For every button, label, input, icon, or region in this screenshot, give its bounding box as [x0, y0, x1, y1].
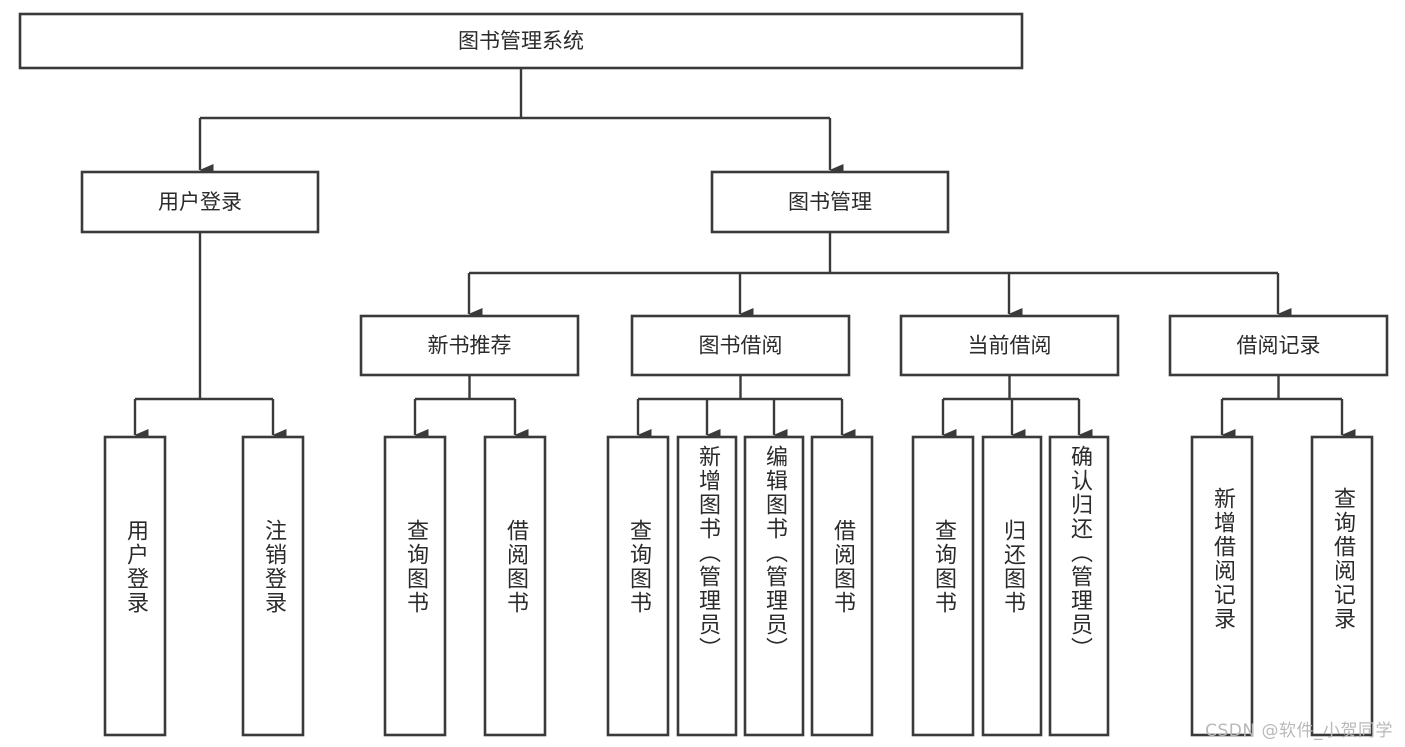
- node-label-current-borrow: 当前借阅: [968, 334, 1052, 358]
- connector-lines: [133, 68, 1356, 441]
- node-box-leaf-user-login: [103, 435, 167, 737]
- node-box-leaf-query-book-2: [606, 435, 670, 737]
- node-box-leaf-borrow-book-1: [483, 435, 547, 737]
- watermark: CSDN @软件_小贺同学: [1205, 721, 1393, 741]
- node-label-root: 图书管理系统: [458, 29, 584, 53]
- node-boxes: [18, 12, 1389, 737]
- node-box-leaf-return-book: [981, 435, 1043, 737]
- node-box-book-manage: [710, 170, 950, 234]
- node-box-root: [18, 12, 1024, 70]
- node-label-user-login: 用户登录: [158, 190, 242, 214]
- node-label-book-manage: 图书管理: [788, 190, 872, 214]
- node-label-new-book-rec: 新书推荐: [428, 334, 512, 358]
- node-box-new-book-rec: [359, 314, 580, 377]
- node-box-leaf-logout: [241, 435, 305, 737]
- node-box-leaf-edit-book: [743, 435, 805, 737]
- node-box-leaf-confirm-return: [1048, 435, 1110, 737]
- node-box-user-login: [80, 170, 320, 234]
- node-box-current-borrow: [899, 314, 1120, 377]
- node-label-book-borrow: 图书借阅: [699, 334, 783, 358]
- node-box-borrow-record: [1168, 314, 1389, 377]
- node-box-leaf-borrow-book-2: [810, 435, 874, 737]
- node-label-borrow-record: 借阅记录: [1237, 334, 1321, 358]
- node-box-leaf-add-record: [1190, 435, 1254, 737]
- node-box-leaf-query-book-1: [383, 435, 447, 737]
- node-box-leaf-query-book-3: [911, 435, 975, 737]
- node-box-book-borrow: [630, 314, 851, 377]
- node-box-leaf-add-book: [676, 435, 738, 737]
- node-box-leaf-query-record: [1310, 435, 1374, 737]
